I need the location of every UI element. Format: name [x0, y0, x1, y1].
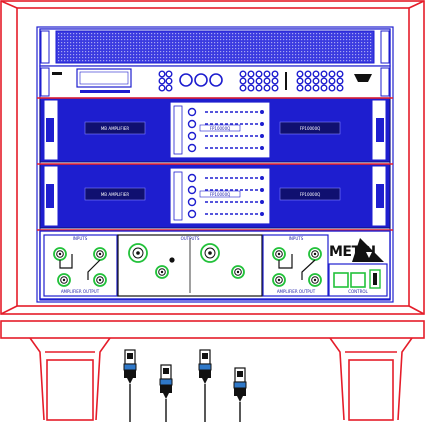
input-right-bottom-label: AMPLIFIER OUTPUT [277, 289, 316, 294]
processor-button[interactable] [296, 77, 304, 85]
processor-button[interactable] [296, 84, 304, 92]
triangle-logo-icon [352, 238, 384, 262]
processor-button[interactable] [247, 70, 255, 78]
xlr-connector-icon[interactable] [200, 243, 220, 263]
xlr-connector-icon[interactable] [155, 265, 169, 279]
processor-button[interactable] [247, 77, 255, 85]
processor-button[interactable] [271, 77, 279, 85]
processor-button[interactable] [304, 84, 312, 92]
amplifier-module-label: FP10000Q [210, 192, 231, 197]
xlr-connector-icon[interactable] [93, 273, 107, 287]
speakon-plug-icon[interactable] [233, 367, 247, 422]
output-label: OUTPUTS [181, 236, 200, 241]
speakon-plug-icon[interactable] [159, 364, 173, 422]
vent-panel [39, 28, 391, 67]
processor-button[interactable] [312, 70, 320, 78]
processor-button[interactable] [158, 84, 166, 92]
processor-button[interactable] [165, 77, 173, 85]
processor-button[interactable] [336, 77, 344, 85]
processor-button[interactable] [336, 84, 344, 92]
processor-button[interactable] [271, 84, 279, 92]
gain-knob[interactable] [187, 185, 197, 195]
speakon-plug-icon[interactable] [123, 349, 137, 422]
xlr-connector-icon[interactable] [308, 273, 322, 287]
cabinet-frame [0, 0, 425, 315]
processor-button[interactable] [263, 70, 271, 78]
processor-button[interactable] [165, 70, 173, 78]
patch-panel: INPUTS OUTPUTS INPUTS CONTROL AMPLIFIER … [39, 230, 391, 300]
processor-knobs [179, 73, 223, 87]
amplifier-unit: MB AMPLIFIER FP10000Q FP10000Q [39, 163, 391, 229]
processor-button[interactable] [312, 84, 320, 92]
processor-button[interactable] [304, 70, 312, 78]
amplifier-unit: MB AMPLIFIER FP10000Q FP10000Q [39, 97, 391, 163]
processor-button[interactable] [247, 84, 255, 92]
control-label: CONTROL [348, 289, 368, 294]
gain-knob[interactable] [187, 119, 197, 129]
processor-button[interactable] [320, 84, 328, 92]
gain-knob[interactable] [187, 107, 197, 117]
processor-button[interactable] [263, 84, 271, 92]
xlr-connector-icon[interactable] [272, 273, 286, 287]
amplifier-front-label: MB AMPLIFIER [101, 126, 129, 131]
xlr-connector-icon[interactable] [128, 243, 148, 263]
processor-button[interactable] [271, 70, 279, 78]
processor-button[interactable] [239, 70, 247, 78]
processor-button[interactable] [320, 70, 328, 78]
speakon-plug-icon[interactable] [198, 349, 212, 422]
amplifier-right-label: FP10000Q [300, 126, 321, 131]
xlr-connector-icon[interactable] [308, 247, 322, 261]
input-right-label: INPUTS [289, 236, 304, 241]
processor-button[interactable] [239, 84, 247, 92]
processor-brand-icon [354, 74, 372, 82]
xlr-connector-icon[interactable] [231, 265, 245, 279]
gain-knob[interactable] [187, 209, 197, 219]
processor-logo-icon [52, 72, 62, 75]
processor-button[interactable] [304, 77, 312, 85]
gain-knob[interactable] [187, 143, 197, 153]
processor-button[interactable] [158, 70, 166, 78]
processor-button[interactable] [328, 70, 336, 78]
processor-button[interactable] [328, 77, 336, 85]
processor-unit [39, 65, 391, 99]
xlr-connector-icon[interactable] [53, 247, 67, 261]
processor-button[interactable] [296, 70, 304, 78]
control-connector-icon[interactable] [350, 272, 366, 288]
input-left-label: INPUTS [73, 236, 88, 241]
amplifier-front-label: MB AMPLIFIER [101, 192, 129, 197]
processor-button[interactable] [239, 77, 247, 85]
processor-button[interactable] [328, 84, 336, 92]
gain-knob[interactable] [187, 197, 197, 207]
gain-knob[interactable] [187, 131, 197, 141]
processor-button[interactable] [255, 77, 263, 85]
cabinet-base [0, 320, 425, 421]
processor-button[interactable] [320, 77, 328, 85]
input-section-right [262, 234, 329, 297]
processor-button[interactable] [158, 77, 166, 85]
control-connector-icon[interactable] [333, 272, 349, 288]
xlr-connector-icon[interactable] [57, 273, 71, 287]
processor-button[interactable] [165, 84, 173, 92]
xlr-connector-icon[interactable] [272, 247, 286, 261]
processor-button[interactable] [255, 84, 263, 92]
amplifier-module-label: FP10000Q [210, 126, 231, 131]
input-section-left [43, 234, 118, 297]
amplifier-right-label: FP10000Q [300, 192, 321, 197]
processor-button[interactable] [336, 70, 344, 78]
xlr-connector-icon[interactable] [93, 247, 107, 261]
processor-button[interactable] [263, 77, 271, 85]
input-left-bottom-label: AMPLIFIER OUTPUT [61, 289, 100, 294]
processor-button[interactable] [255, 70, 263, 78]
processor-button[interactable] [312, 77, 320, 85]
gain-knob[interactable] [187, 173, 197, 183]
